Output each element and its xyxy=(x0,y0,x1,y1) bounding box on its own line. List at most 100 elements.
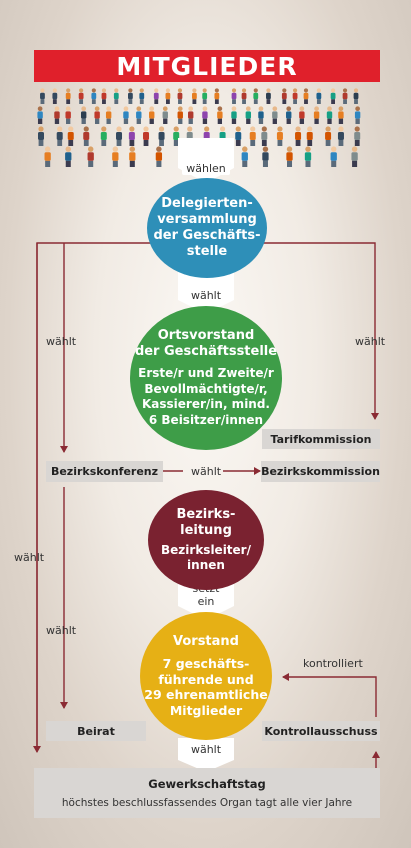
person-figure xyxy=(266,88,271,104)
person-figure xyxy=(128,126,135,146)
person-figure xyxy=(202,106,208,124)
person-figure xyxy=(281,88,287,104)
person-figure xyxy=(105,106,112,124)
person-figure xyxy=(113,88,119,104)
person-figure xyxy=(44,146,51,167)
person-figure xyxy=(316,88,322,104)
person-figure xyxy=(249,126,256,146)
person-figure xyxy=(162,106,168,124)
person-figure xyxy=(80,106,87,124)
person-figure xyxy=(354,126,361,146)
person-figure xyxy=(191,88,197,104)
person-figure xyxy=(303,88,309,104)
title-banner: MITGLIEDER xyxy=(34,50,380,82)
label-waehlt-gewerkschaftstag: wählt xyxy=(14,551,45,564)
person-figure xyxy=(231,106,237,124)
label-waehlt-kommission: wählt xyxy=(191,465,222,478)
person-figure xyxy=(313,106,320,124)
person-figure xyxy=(295,126,302,146)
person-figure xyxy=(177,106,183,124)
tarifkommission-box: Tarifkommission xyxy=(262,429,380,449)
person-figure xyxy=(286,106,292,124)
person-figure xyxy=(353,88,359,104)
person-figure xyxy=(65,146,72,167)
person-figure xyxy=(330,146,337,167)
bezirkskonferenz-box: Bezirkskonferenz xyxy=(46,461,163,482)
page-title: MITGLIEDER xyxy=(116,51,298,81)
person-figure xyxy=(65,106,71,124)
person-figure xyxy=(116,126,123,146)
person-figure xyxy=(94,106,100,124)
label-kontrolliert: kontrolliert xyxy=(303,657,363,670)
person-figure xyxy=(149,106,155,124)
person-figure xyxy=(101,88,107,104)
person-figure xyxy=(253,88,259,104)
beirat-box: Beirat xyxy=(46,721,146,741)
person-figure xyxy=(54,106,60,124)
ortsvorstand-node: Ortsvorstand der Geschäftsstelle Erste/r… xyxy=(130,306,282,450)
person-figure xyxy=(139,88,145,104)
person-figure xyxy=(188,106,194,124)
person-figure xyxy=(306,126,313,146)
person-figure xyxy=(112,146,119,167)
person-figure xyxy=(272,106,278,124)
person-figure xyxy=(91,88,97,104)
person-figure xyxy=(326,106,333,124)
person-figure xyxy=(231,88,237,104)
person-figure xyxy=(87,146,94,167)
person-figure xyxy=(241,146,248,167)
kontrollausschuss-box: Kontrollausschuss xyxy=(262,721,380,741)
person-figure xyxy=(342,88,348,104)
person-figure xyxy=(258,106,264,124)
person-figure xyxy=(354,106,361,124)
person-figure xyxy=(351,146,358,167)
person-figure xyxy=(65,88,71,104)
bezirksleitung-node: Bezirks- leitung Bezirksleiter/ innen xyxy=(148,490,264,590)
person-figure xyxy=(177,88,183,104)
person-figure xyxy=(276,126,283,146)
person-figure xyxy=(214,88,220,104)
label-waehlt-beirat: wählt xyxy=(46,624,77,637)
person-figure xyxy=(37,106,43,124)
members-crowd-illustration xyxy=(37,88,361,167)
delegiertenversammlung-node: Delegierten- versammlung der Geschäfts- … xyxy=(147,178,267,278)
person-figure xyxy=(155,146,163,167)
person-figure xyxy=(261,126,268,146)
person-figure xyxy=(136,106,142,124)
person-figure xyxy=(304,146,312,167)
label-waehlen: wählen xyxy=(182,162,230,175)
person-figure xyxy=(337,126,344,146)
person-figure xyxy=(52,88,58,104)
bezirkskommission-box: Bezirkskommission xyxy=(261,461,380,482)
gewerkschaftstag-box: Gewerkschaftstag höchstes beschlussfasse… xyxy=(34,768,380,818)
person-figure xyxy=(173,126,180,146)
person-figure xyxy=(129,146,136,167)
person-figure xyxy=(78,88,84,104)
label-waehlt-left: wählt xyxy=(46,335,77,348)
person-figure xyxy=(123,106,129,124)
person-figure xyxy=(128,88,133,104)
person-figure xyxy=(338,106,344,124)
person-figure xyxy=(235,126,242,146)
person-figure xyxy=(40,88,45,104)
arrow-kontrolliert xyxy=(282,673,377,717)
person-figure xyxy=(262,146,269,167)
person-figure xyxy=(83,126,90,146)
vorstand-node: Vorstand 7 geschäfts- führende und 29 eh… xyxy=(140,612,272,740)
person-figure xyxy=(165,88,171,104)
person-figure xyxy=(100,126,107,146)
label-waehlt-1: wählt xyxy=(184,289,228,302)
person-figure xyxy=(299,106,305,124)
person-figure xyxy=(241,88,247,104)
label-waehlt-vorstand: wählt xyxy=(184,743,228,756)
person-figure xyxy=(38,126,45,146)
person-figure xyxy=(158,126,165,146)
person-figure xyxy=(286,146,293,167)
person-figure xyxy=(202,88,208,104)
person-figure xyxy=(325,126,332,146)
person-figure xyxy=(217,106,223,124)
person-figure xyxy=(330,88,336,104)
person-figure xyxy=(153,88,159,104)
person-figure xyxy=(292,88,298,104)
person-figure xyxy=(67,126,74,146)
